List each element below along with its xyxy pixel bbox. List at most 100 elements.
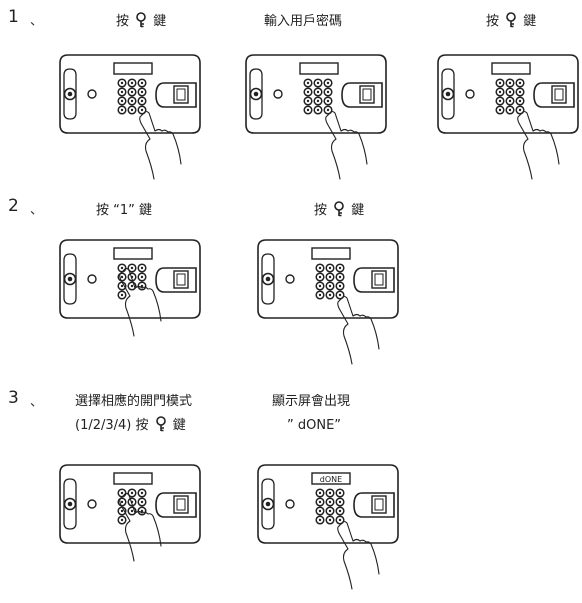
- keypad-key: [137, 488, 147, 498]
- door-handle: [353, 492, 395, 518]
- keypad-key: [137, 497, 147, 507]
- keypad-key: [335, 272, 345, 282]
- indicator-light: [273, 89, 283, 99]
- keypad-key-center: [328, 266, 332, 270]
- keypad-key-center: [508, 90, 512, 94]
- lock-body-outline: [437, 54, 579, 134]
- keypad-key: [315, 272, 325, 282]
- keypad-key: [137, 78, 147, 88]
- keypad-key-center: [140, 81, 144, 85]
- keypad-key: [323, 87, 333, 97]
- keypad-key: [315, 497, 325, 507]
- brand-logo-center: [67, 276, 73, 282]
- indicator-light: [285, 499, 295, 509]
- indicator-light: [465, 89, 475, 99]
- keypad-key-center: [316, 90, 320, 94]
- keypad-key-center: [306, 99, 310, 103]
- side-rail: [63, 478, 77, 530]
- keypad-key: [313, 78, 323, 88]
- keypad-key-center: [140, 509, 144, 513]
- caption-key-text: 鍵: [153, 14, 167, 29]
- keypad-key: [117, 497, 127, 507]
- keypad-key-center: [316, 108, 320, 112]
- keypad-key: [325, 506, 335, 516]
- keypad-key: [325, 263, 335, 273]
- keypad-key-center: [518, 81, 522, 85]
- keypad-key-center: [120, 275, 124, 279]
- brand-logo-icon: [63, 497, 77, 511]
- key-symbol-icon: [506, 12, 516, 28]
- step-1-separator: 、: [30, 14, 44, 29]
- keypad-key-center: [338, 491, 342, 495]
- caption-modes-text: (1/2/3/4) 按: [75, 418, 149, 433]
- keypad-key: [117, 272, 127, 282]
- keypad-key-center: [140, 266, 144, 270]
- step-3-caption-1-line-2: (1/2/3/4) 按 鍵: [75, 414, 186, 433]
- keypad-key-center: [328, 509, 332, 513]
- handle-inner: [176, 88, 186, 101]
- keypad-key: [515, 105, 525, 115]
- keypad-key-center: [120, 284, 124, 288]
- handle-inner: [554, 88, 564, 101]
- keypad-key-center: [318, 293, 322, 297]
- door-handle: [353, 267, 395, 293]
- keypad-key-center: [130, 491, 134, 495]
- keypad-key-center: [120, 108, 124, 112]
- handle-window: [173, 85, 189, 104]
- pointing-hand-icon: [139, 110, 182, 180]
- keypad-key: [325, 272, 335, 282]
- brand-logo-icon: [261, 272, 275, 286]
- keypad-key-center: [120, 90, 124, 94]
- keypad-key: [127, 506, 137, 516]
- pointing-hand-icon: [517, 110, 560, 180]
- keypad-key-center: [338, 293, 342, 297]
- keypad-key-center: [318, 500, 322, 504]
- keypad-key: [315, 488, 325, 498]
- caption-key-text: 鍵: [351, 203, 365, 218]
- keypad-key: [313, 105, 323, 115]
- keypad-key-center: [498, 99, 502, 103]
- handle-inner: [374, 273, 384, 286]
- keypad-key: [127, 96, 137, 106]
- keypad-key: [137, 105, 147, 115]
- lock-body-outline: [245, 54, 387, 134]
- keypad-key-center: [338, 275, 342, 279]
- pointing-hand-icon: [337, 520, 380, 590]
- display-screen: [299, 62, 339, 75]
- handle-window: [173, 495, 189, 514]
- step-2-caption-1: 按 “1” 鍵: [96, 203, 153, 218]
- keypad-key: [325, 290, 335, 300]
- display-screen: [311, 247, 351, 260]
- keypad-key: [315, 515, 325, 525]
- keypad-key: [335, 497, 345, 507]
- lock-panel: [59, 54, 201, 180]
- keypad-key: [127, 281, 137, 291]
- keypad-key-center: [318, 284, 322, 288]
- keypad-key: [495, 87, 505, 97]
- keypad-key-center: [140, 491, 144, 495]
- keypad-key-center: [316, 99, 320, 103]
- keypad-key: [303, 78, 313, 88]
- keypad-key-center: [508, 99, 512, 103]
- step-1-caption-1: 按 鍵: [116, 10, 166, 29]
- keypad-key: [127, 78, 137, 88]
- keypad-key-center: [518, 108, 522, 112]
- keypad-key: [127, 105, 137, 115]
- keypad-key: [303, 96, 313, 106]
- step-3-caption-2-line-1: 顯示屏會出現: [272, 394, 351, 409]
- handle-window: [371, 270, 387, 289]
- display-screen: [311, 472, 351, 485]
- brand-logo-icon: [63, 87, 77, 101]
- brand-logo-icon: [249, 87, 263, 101]
- caption-press-text: 按: [486, 14, 500, 29]
- caption-press-text: 按: [116, 14, 130, 29]
- keypad-key: [335, 506, 345, 516]
- keypad-key-center: [328, 500, 332, 504]
- keypad-key: [315, 263, 325, 273]
- keypad-key-center: [508, 81, 512, 85]
- keypad-key-center: [120, 266, 124, 270]
- keypad-key: [303, 87, 313, 97]
- keypad-key-center: [120, 500, 124, 504]
- indicator-light: [285, 274, 295, 284]
